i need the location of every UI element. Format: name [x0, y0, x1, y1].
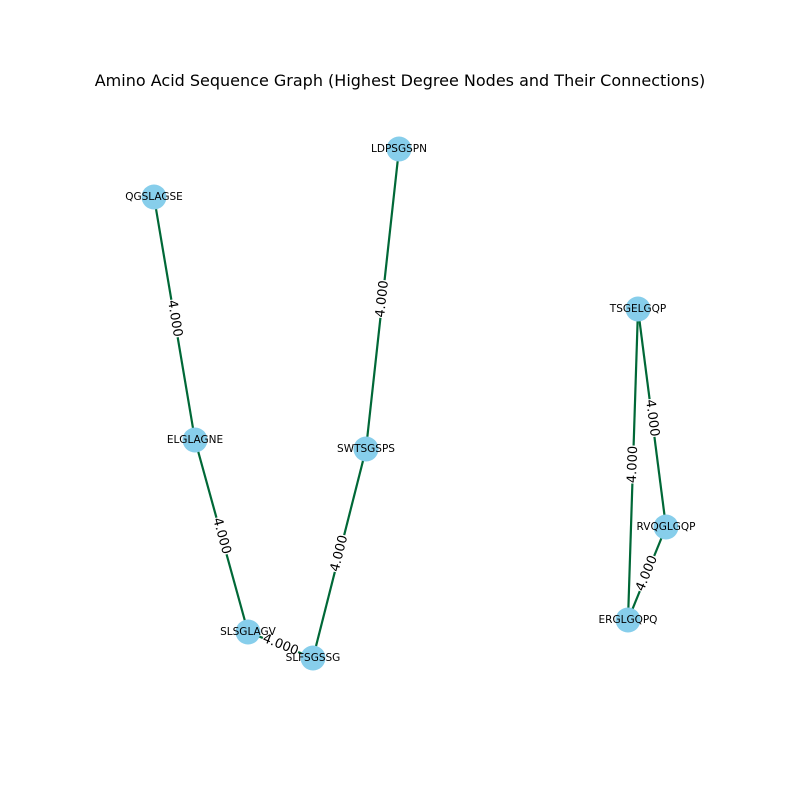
edge-label-background — [259, 630, 302, 660]
edge-weight-text: 4.000 — [642, 399, 662, 438]
node-label: LDPSGSPN — [371, 143, 427, 155]
node-label: SLSGLAGV — [220, 626, 277, 638]
edge-weight-label: 4.000 — [163, 298, 186, 339]
edge-label-background — [327, 533, 352, 574]
edge-weight-label: 4.000 — [327, 533, 352, 574]
edge-weight-label: 4.000 — [641, 398, 663, 438]
graph-node — [625, 296, 651, 322]
node-label: RVQGLGQP — [637, 521, 696, 533]
edge-label-background — [632, 552, 662, 595]
edge-weight-label: 4.000 — [624, 445, 642, 484]
node-label: ERGLGQPQ — [599, 614, 658, 626]
edge-label-background — [624, 445, 642, 484]
edge-weight-text: 4.000 — [633, 553, 661, 593]
edge-weight-text: 4.000 — [209, 516, 233, 556]
node-label: SLFSGSSG — [286, 652, 341, 664]
edge-weight-text: 4.000 — [164, 299, 185, 338]
node-label: QGSLAGSE — [125, 191, 183, 203]
edge-label-background — [372, 279, 393, 319]
edge-weight-label: 4.000 — [632, 552, 662, 595]
graph-node — [615, 607, 641, 633]
node-label: TSGELGQP — [609, 303, 666, 315]
graph-node — [141, 184, 167, 210]
edge-label-background — [163, 298, 186, 339]
chart-title: Amino Acid Sequence Graph (Highest Degre… — [94, 71, 706, 90]
graph-node — [353, 436, 379, 462]
graph-node — [300, 645, 326, 671]
edge-label-background — [208, 515, 235, 557]
node-label: SWTSGSPS — [337, 443, 395, 455]
edge-label-background — [641, 398, 663, 438]
graph-node — [386, 136, 412, 162]
graph-node — [653, 514, 679, 540]
node-labels-layer: LDPSGSPN QGSLAGSE ELGLAGNE SWTSGSPS SLSGLAGV… — [125, 143, 695, 664]
edge-weight-label: 4.000 — [208, 515, 235, 557]
edge-weight-text: 4.000 — [373, 280, 392, 319]
edge-weight-text: 4.000 — [625, 446, 641, 484]
edge-weight-label: 4.000 — [372, 279, 393, 319]
edge-weight-text: 4.000 — [328, 534, 352, 574]
edges-layer — [152, 148, 668, 660]
graph-node — [235, 619, 261, 645]
nodes-layer — [141, 136, 679, 671]
graph-node — [182, 427, 208, 453]
node-label: ELGLAGNE — [167, 434, 223, 446]
